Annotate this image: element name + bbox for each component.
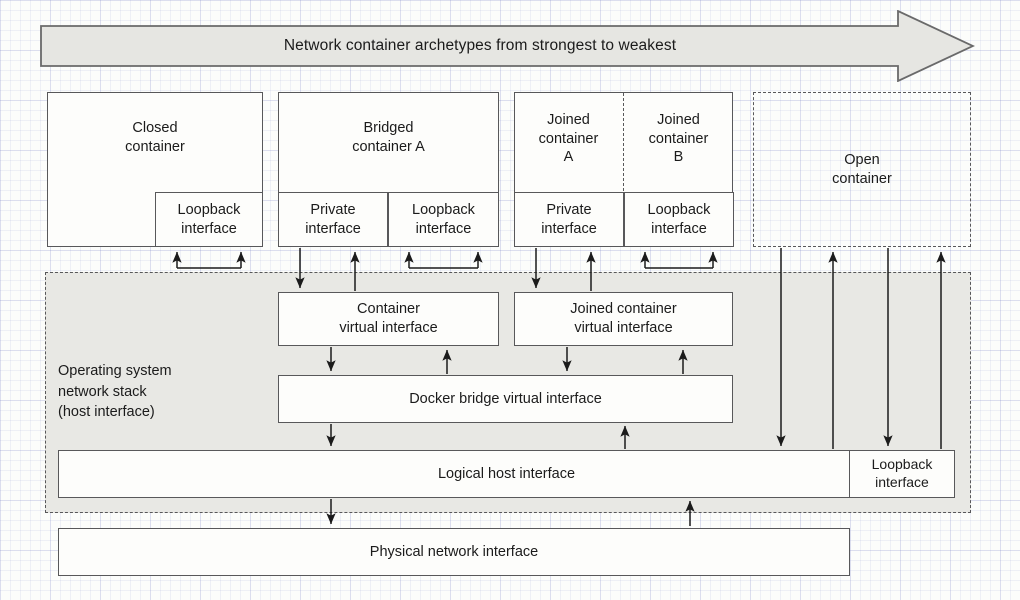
joined-container-a-title: Joined container A (538, 112, 599, 166)
closed-loopback-interface: Loopback interface (155, 192, 263, 247)
closed-container-title: Closed container (125, 120, 185, 155)
bridged-container-a-title: Bridged container A (352, 120, 425, 155)
logical-host-interface: Logical host interface (58, 450, 955, 498)
joined-container-a: Joined container A (514, 92, 623, 192)
joined-loopback-label: Loopback interface (647, 201, 711, 237)
physical-network-interface: Physical network interface (58, 528, 850, 576)
open-container-title: Open container (832, 151, 892, 187)
bridged-private-interface: Private interface (278, 192, 388, 247)
joined-container-b-title: Joined container B (648, 112, 709, 166)
banner-arrow-shape (40, 10, 975, 82)
closed-loopback-label: Loopback interface (177, 201, 241, 237)
host-loopback-interface-label: Loopback interface (871, 456, 933, 490)
docker-bridge-virtual-interface-label: Docker bridge virtual interface (409, 390, 602, 407)
logical-host-interface-label: Logical host interface (437, 465, 576, 482)
open-container: Open container (753, 92, 971, 247)
banner-arrow: Network container archetypes from strong… (40, 10, 975, 82)
joined-private-interface: Private interface (514, 192, 624, 247)
docker-bridge-virtual-interface: Docker bridge virtual interface (278, 375, 733, 423)
joined-container-b: Joined container B (624, 92, 733, 192)
container-virtual-interface-label: Container virtual interface (339, 301, 438, 336)
physical-network-interface-label: Physical network interface (369, 543, 539, 560)
joined-container-divider (623, 93, 624, 191)
os-stack-label: Operating system network stack (host int… (58, 363, 172, 421)
host-loopback-interface: Loopback interface (849, 450, 955, 498)
joined-container-virtual-interface: Joined container virtual interface (514, 292, 733, 346)
joined-container-virtual-interface-label: Joined container virtual interface (570, 301, 677, 336)
joined-private-label: Private interface (541, 201, 597, 237)
joined-loopback-interface: Loopback interface (624, 192, 734, 247)
container-virtual-interface: Container virtual interface (278, 292, 499, 346)
bridged-private-label: Private interface (305, 201, 361, 237)
bridged-loopback-label: Loopback interface (412, 201, 475, 237)
bridged-loopback-interface: Loopback interface (388, 192, 499, 247)
